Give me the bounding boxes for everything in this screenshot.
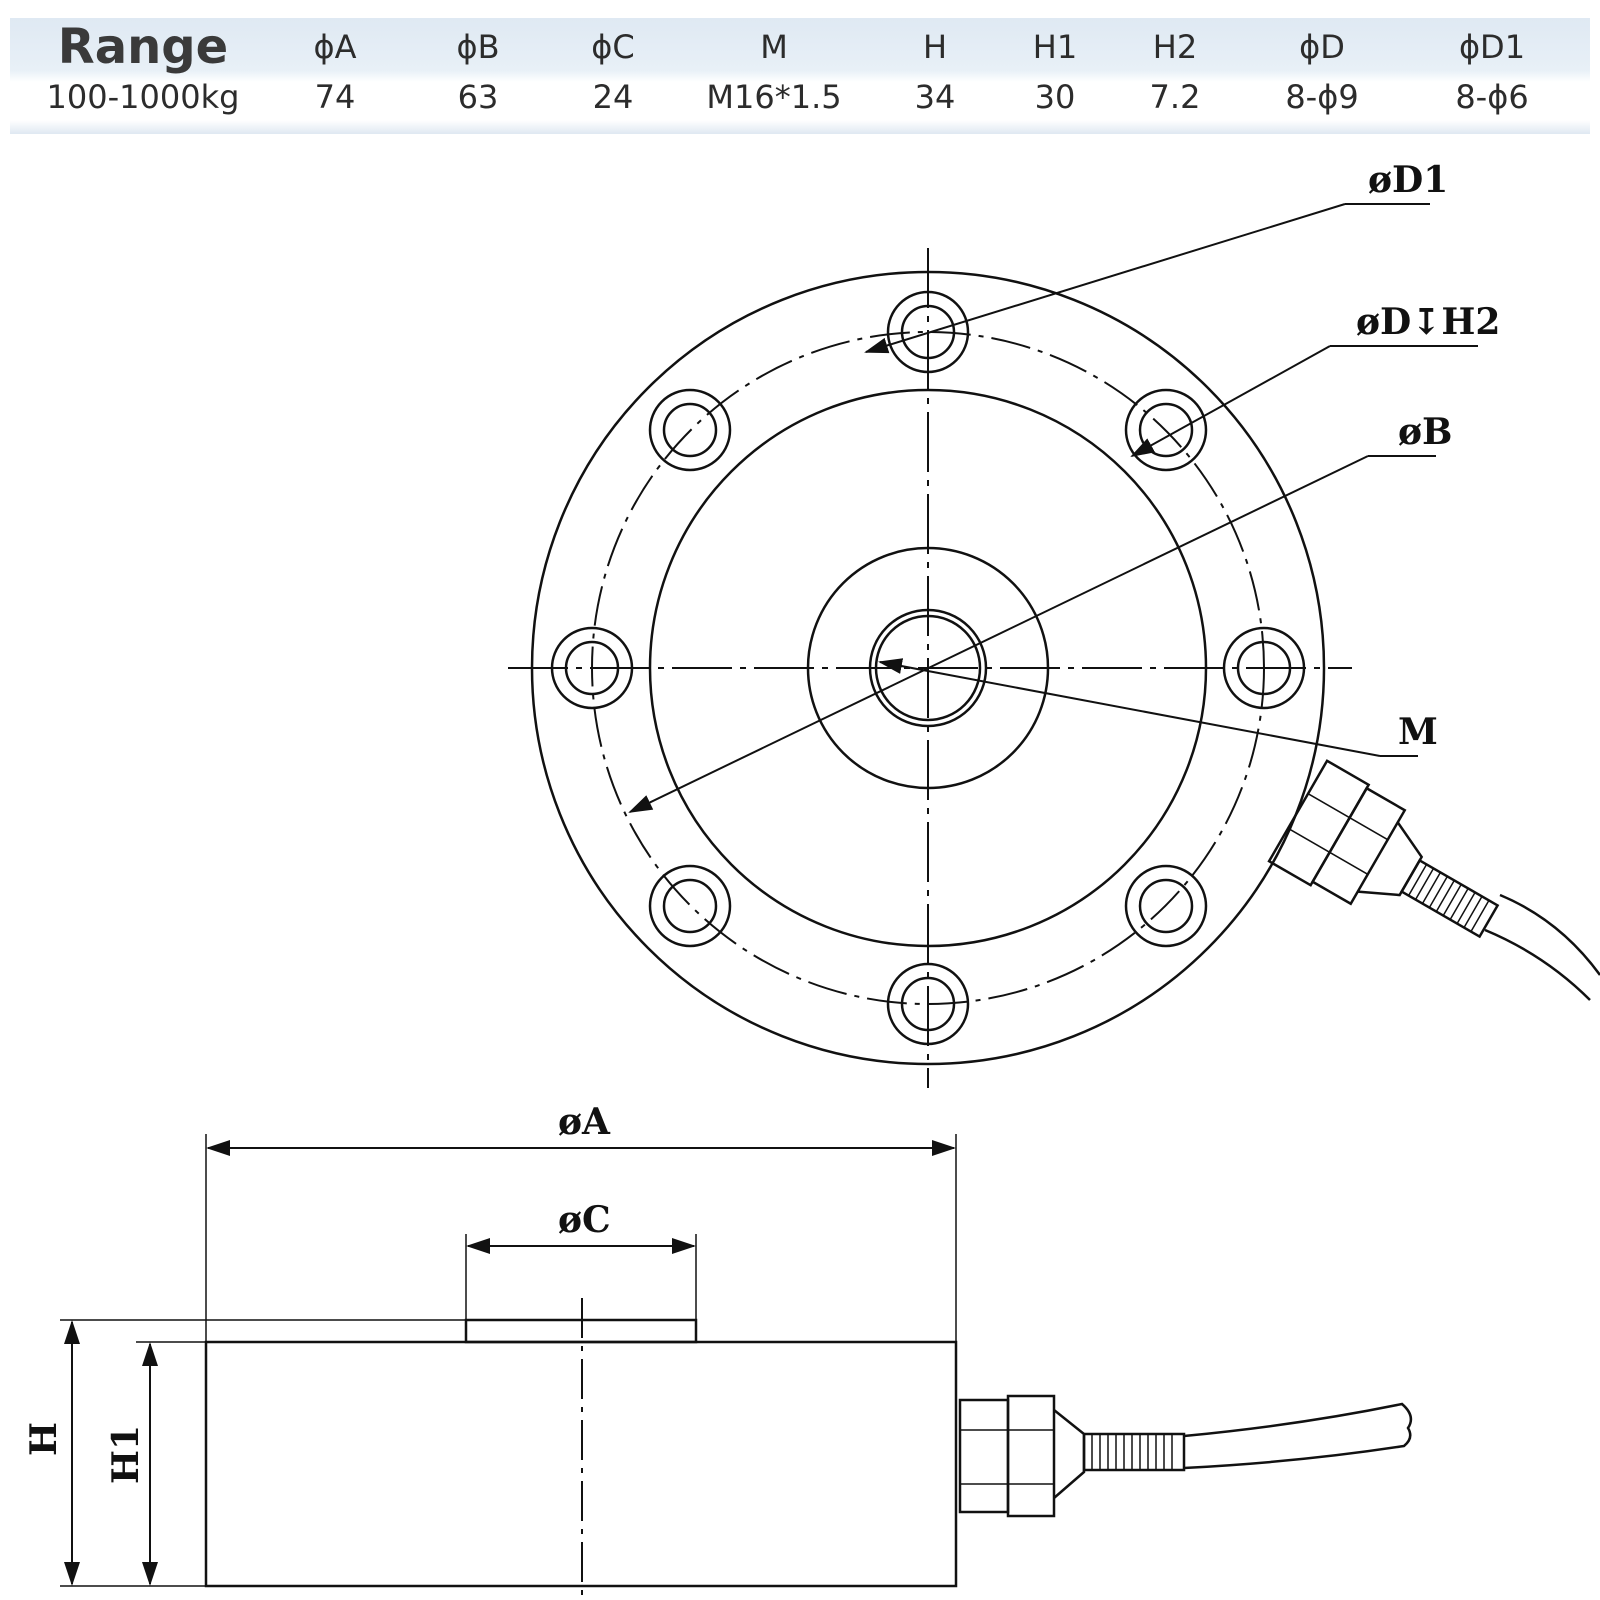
bolt-hole [886,962,970,1046]
label-d1: øD1 [1368,159,1448,201]
bolt-hole [1222,626,1306,710]
value-phi-c: 24 [592,78,634,116]
bolt-hole [648,388,732,472]
spec-value-row: 100-1000kg 74 63 24 M16*1.5 34 30 7.2 8-… [10,72,1590,122]
bolt-hole [1124,388,1208,472]
value-phi-a: 74 [314,78,356,116]
spec-header-row: Range ϕA ϕB ϕC M H H1 H2 ϕD ϕD1 [10,22,1590,72]
header-phi-a: ϕA [313,28,357,66]
cable-top [1499,893,1600,976]
label-m: M [1398,711,1438,753]
value-phi-d1: 8-ϕ6 [1455,78,1529,116]
spec-table: Range ϕA ϕB ϕC M H H1 H2 ϕD ϕD1 100-1000… [10,18,1590,134]
value-h: 34 [914,78,956,116]
leader-m [878,658,1381,757]
label-a: øA [558,1101,611,1143]
value-phi-b: 63 [457,78,499,116]
leader-b [628,455,1369,813]
top-view [508,203,1600,1088]
bolt-hole [886,290,970,374]
bolt-hole [648,864,732,948]
header-range: Range [57,19,229,75]
label-b: øB [1398,411,1452,453]
cable-gland-top [1267,759,1500,939]
cable-top-lower [1484,928,1591,1001]
cable-side [1183,1402,1413,1470]
cable-gland-side [958,1394,1413,1518]
label-h: H [23,1422,65,1456]
bolt-hole [1124,864,1208,948]
value-range: 100-1000kg [46,78,240,116]
value-m: M16*1.5 [706,78,842,116]
header-m: M [760,28,788,66]
thread-outer-circle [868,608,988,728]
header-phi-d1: ϕD1 [1458,28,1526,66]
inner-body-circle [648,388,1208,948]
header-phi-c: ϕC [591,28,635,66]
value-h1: 30 [1034,78,1076,116]
outer-flange-circle [530,270,1326,1066]
label-c: øC [558,1199,611,1241]
loading-button-circle [806,546,1050,790]
header-h1: H1 [1032,28,1078,66]
value-phi-d: 8-ϕ9 [1285,78,1359,116]
side-view [60,1134,1413,1600]
bolt-pitch-circle [591,331,1265,1005]
header-phi-d: ϕD [1299,28,1345,66]
bolt-hole [550,626,634,710]
label-dh2: øD↧H2 [1356,301,1500,343]
header-h2: H2 [1152,28,1198,66]
thread-inner-circle [874,614,982,722]
label-h1: H1 [105,1425,147,1484]
header-phi-b: ϕB [456,28,500,66]
leader-dh2 [1130,345,1331,457]
leader-d1 [864,203,1346,354]
bolt-holes [550,290,1306,1046]
value-h2: 7.2 [1149,78,1201,116]
header-h: H [922,28,948,66]
